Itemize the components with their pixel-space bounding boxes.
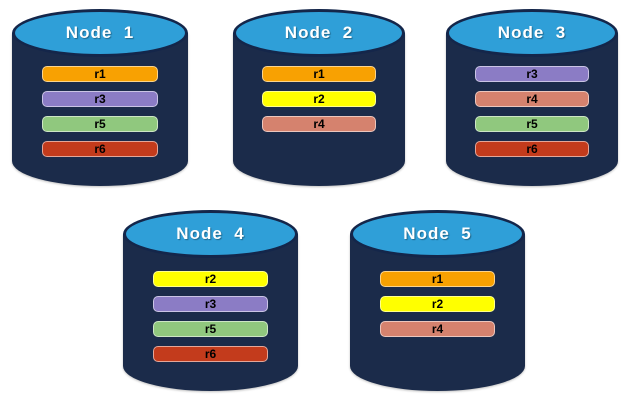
replica-label: r6 <box>94 142 106 156</box>
replica-bar-r4: r4 <box>475 91 589 107</box>
node-4-cylinder-body <box>123 234 298 391</box>
replica-label: r3 <box>526 67 538 81</box>
replica-bar-r2: r2 <box>262 91 376 107</box>
replica-label: r2 <box>204 272 217 286</box>
node-5-title: Node 5 <box>403 224 472 243</box>
node-2-cylinder-top: Node 2 <box>233 9 405 57</box>
replica-label: r1 <box>313 67 325 81</box>
node-5-cylinder-body <box>350 234 525 391</box>
replica-label: r6 <box>204 347 217 361</box>
node-2-title: Node 2 <box>284 23 354 42</box>
node-1-cylinder-top: Node 1 <box>12 9 188 57</box>
node-3-cylinder-body <box>446 33 618 186</box>
replica-bar-r5: r5 <box>41 116 159 132</box>
replica-bar-r6: r6 <box>152 346 269 362</box>
replica-bar-r3: r3 <box>152 296 269 312</box>
replica-bar-r4: r4 <box>262 116 376 132</box>
node-2-cylinder-body <box>233 33 405 186</box>
replica-label: r6 <box>526 142 538 156</box>
node-3-cylinder-top: Node 3 <box>446 9 618 57</box>
replica-bar-r3: r3 <box>475 66 589 82</box>
replica-bar-r3: r3 <box>41 91 159 107</box>
node-4-cylinder: Node 4 r2 r3 r5 r6 <box>123 210 298 391</box>
node-4-cylinder-top: Node 4 <box>123 210 298 258</box>
node-1-cylinder: Node 1 r1 r3 r5 r6 <box>12 9 188 186</box>
replica-bar-r2: r2 <box>379 296 496 312</box>
node-5-cylinder-top: Node 5 <box>350 210 525 258</box>
node-1-cylinder-body <box>12 33 188 186</box>
node-2-replica-list: r1 r2 r4 <box>262 66 376 132</box>
replica-label: r1 <box>94 67 106 81</box>
replica-bar-r6: r6 <box>41 141 159 157</box>
node-3-replica-list: r3 r4 r5 r6 <box>475 66 589 157</box>
replica-label: r3 <box>94 92 106 106</box>
node-2-cylinder: Node 2 r1 r2 r4 <box>233 9 405 186</box>
replica-label: r5 <box>204 322 217 336</box>
replica-bar-r5: r5 <box>475 116 589 132</box>
replica-label: r5 <box>94 117 106 131</box>
node-3-title: Node 3 <box>497 23 567 42</box>
node-5-cylinder: Node 5 r1 r2 r4 <box>350 210 525 391</box>
replica-label: r4 <box>526 92 538 106</box>
node-5-replica-list: r1 r2 r4 <box>379 271 496 337</box>
replica-bar-r1: r1 <box>262 66 376 82</box>
replica-bar-r1: r1 <box>41 66 159 82</box>
replica-label: r2 <box>431 297 444 311</box>
replica-bar-r5: r5 <box>152 321 269 337</box>
replica-label: r5 <box>526 117 538 131</box>
replica-label: r3 <box>204 297 217 311</box>
replica-label: r2 <box>313 92 325 106</box>
node-1-title: Node 1 <box>65 23 135 42</box>
replica-bar-r1: r1 <box>379 271 496 287</box>
replica-label: r4 <box>431 322 444 336</box>
replica-bar-r4: r4 <box>379 321 496 337</box>
node-4-replica-list: r2 r3 r5 r6 <box>152 271 269 362</box>
node-3-cylinder: Node 3 r3 r4 r5 r6 <box>446 9 618 186</box>
replica-label: r1 <box>431 272 444 286</box>
replica-label: r4 <box>313 117 325 131</box>
node-4-title: Node 4 <box>176 224 245 243</box>
replica-bar-r2: r2 <box>152 271 269 287</box>
replica-bar-r6: r6 <box>475 141 589 157</box>
node-1-replica-list: r1 r3 r5 r6 <box>41 66 159 157</box>
